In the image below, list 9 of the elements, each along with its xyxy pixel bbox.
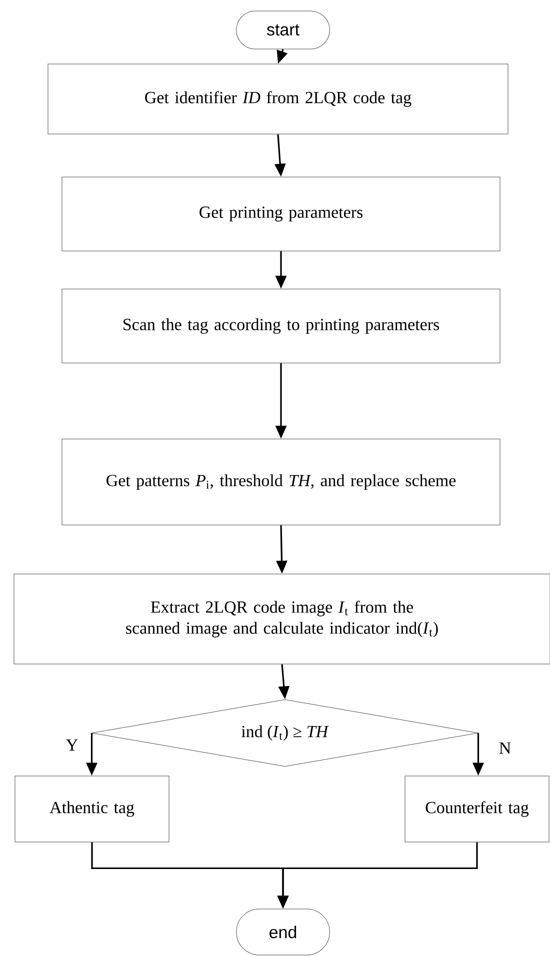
edge-label: Y <box>64 738 80 752</box>
process-box: Get identifier ID from 2LQR code tag <box>48 64 508 134</box>
process-box: Get patterns P$_{i}$, threshold TH, and replace scheme <box>62 438 500 526</box>
process-box: Counterfeit tag <box>404 776 550 842</box>
process-box: Athentic tag <box>14 776 170 842</box>
process-box: Extract 2LQR code image I$_{t}$ from the scanned image and calculate indicator ind(I$_{t}$) <box>14 574 550 664</box>
edge-label: N <box>498 741 512 755</box>
process-box: Scan the tag according to printing parameters <box>62 288 500 364</box>
process-box: Get printing parameters <box>62 176 500 252</box>
